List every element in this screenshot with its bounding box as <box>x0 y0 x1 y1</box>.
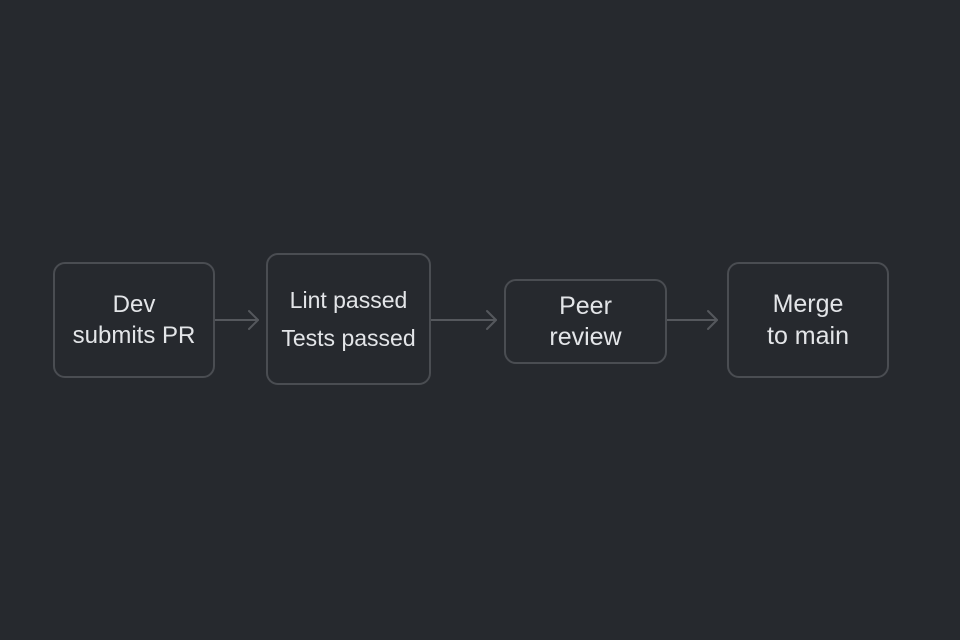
step-label-line: submits PR <box>72 322 196 349</box>
step-dev-submits-pr: Dev submits PR <box>53 262 215 378</box>
arrow-review-to-merge <box>666 310 718 330</box>
step-label-line: Dev <box>112 291 156 318</box>
step-label-line: review <box>549 322 622 351</box>
step-peer-review: Peer review <box>504 279 667 364</box>
step-label-line: Lint passed <box>289 287 408 313</box>
step-label-line: Tests passed <box>281 325 416 351</box>
step-merge-to-main: Merge to main <box>727 262 889 378</box>
step-label-line: to main <box>767 322 849 350</box>
step-checks-passed: Lint passed Tests passed <box>266 253 431 385</box>
arrow-checks-to-review <box>430 310 497 330</box>
step-label-line: Merge <box>772 290 844 318</box>
arrow-dev-to-checks <box>214 310 259 330</box>
step-label-line: Peer <box>559 291 612 320</box>
